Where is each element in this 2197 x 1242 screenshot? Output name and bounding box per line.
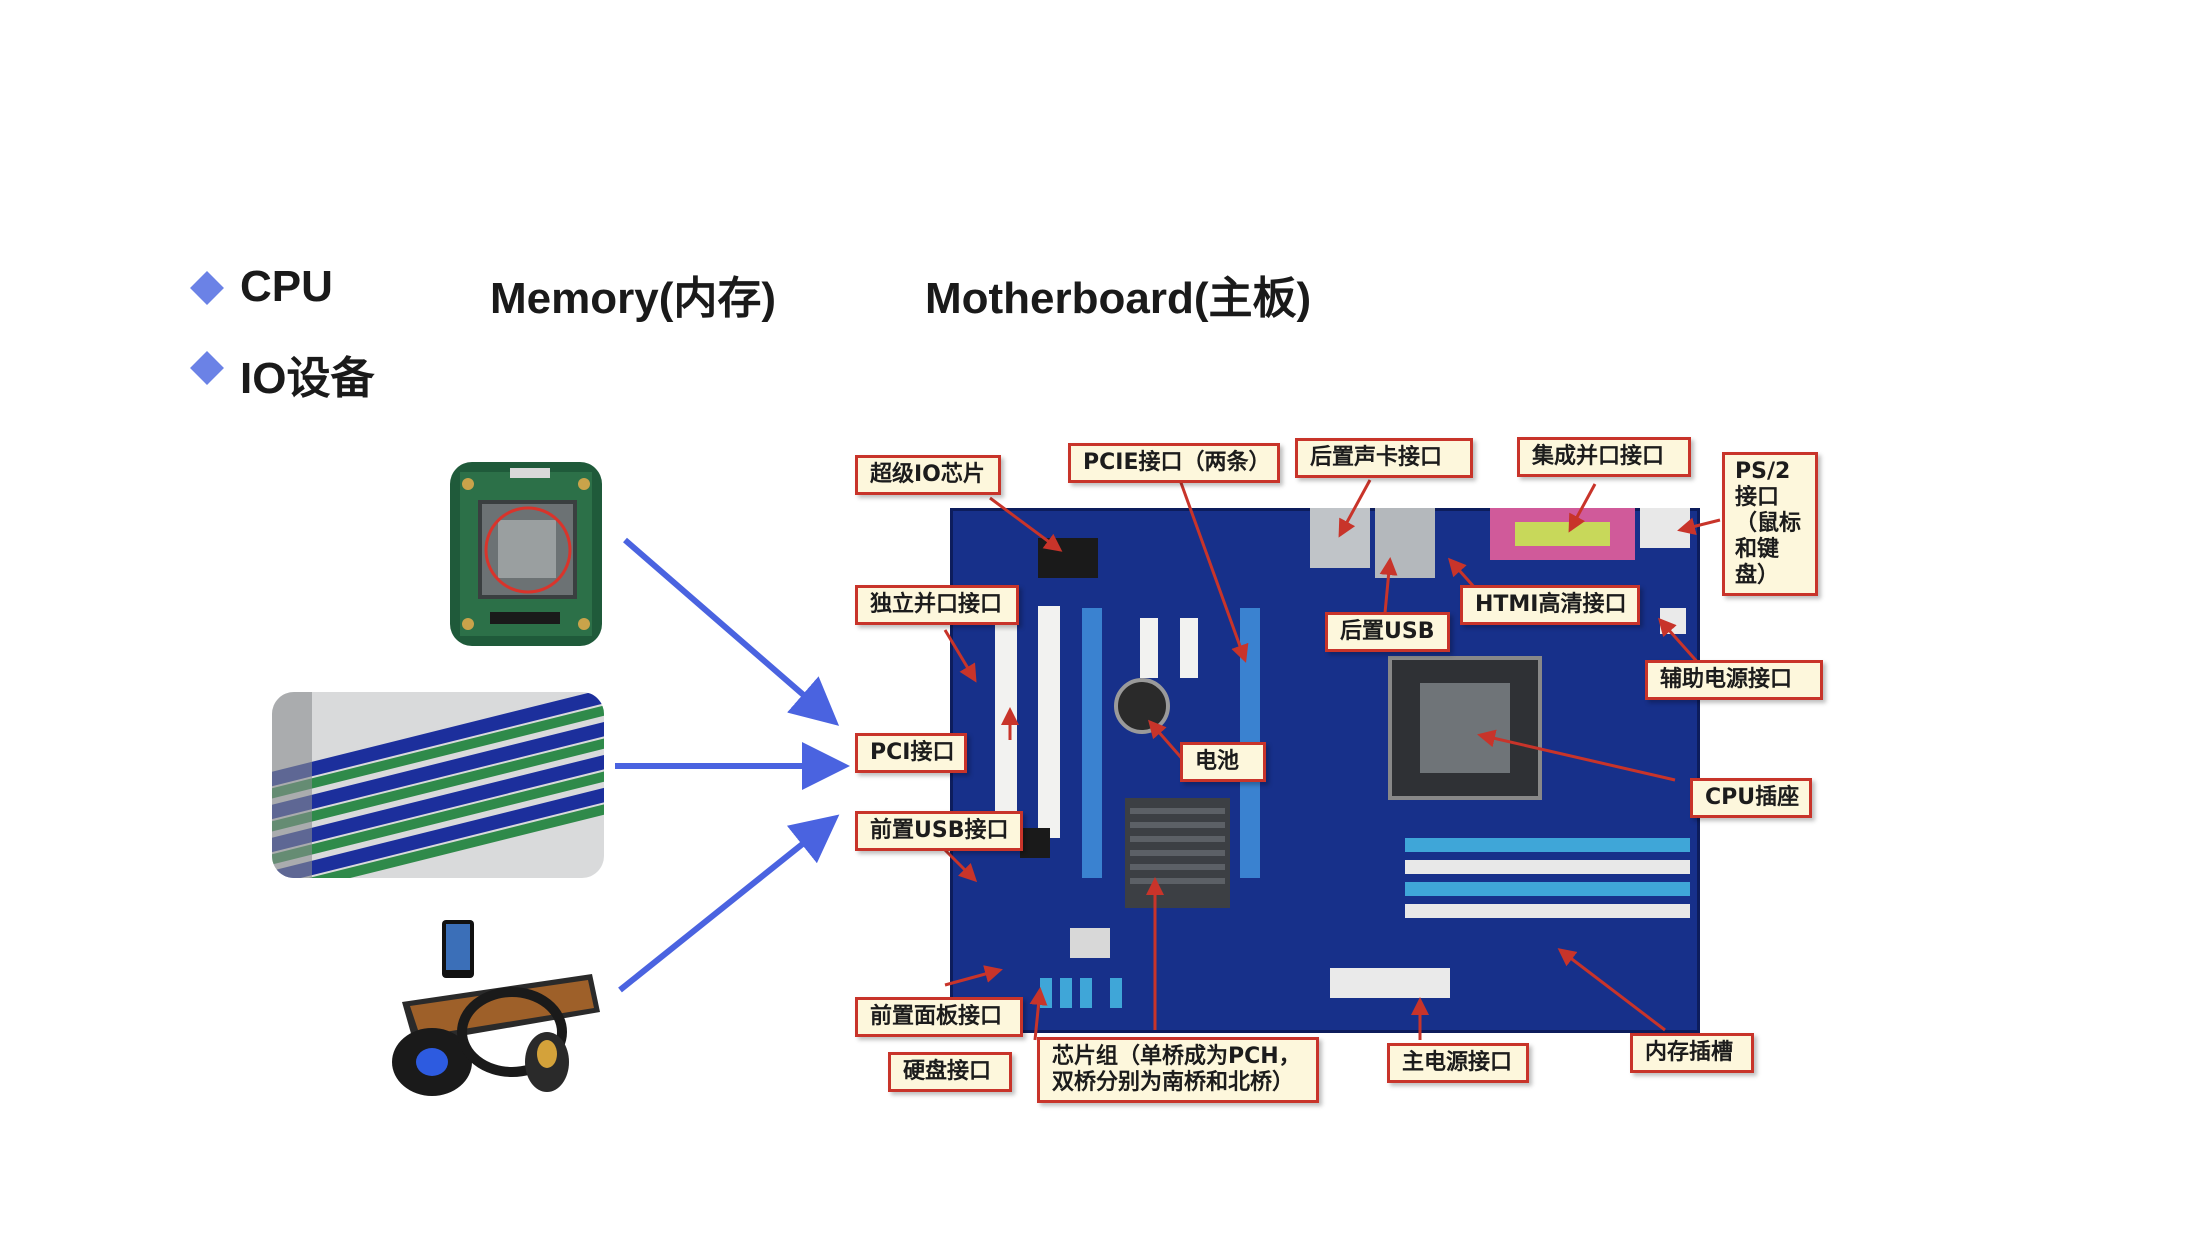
callout-memory-slots: 内存插槽 [1630,1033,1754,1073]
heading-motherboard: Motherboard(主板) [925,274,1312,323]
callout-super-io-chip: 超级IO芯片 [855,455,1001,495]
memory-modules-photo [272,692,604,878]
callout-cpu-socket: CPU插座 [1690,778,1812,818]
heading-io: IO设备 [240,354,375,403]
bullet-diamond-io [190,351,224,385]
cpu-photo [450,462,602,646]
callout-aux-power: 辅助电源接口 [1645,660,1823,700]
arrow-cpu [623,537,840,726]
callout-standalone-parallel: 独立并口接口 [855,585,1019,625]
callout-hdmi: HTMI高清接口 [1460,585,1640,625]
callout-ps2: PS/2接口（鼠标和键盘） [1722,452,1818,596]
callout-main-power: 主电源接口 [1387,1043,1529,1083]
callout-rear-usb: 后置USB [1325,612,1450,652]
callout-integrated-parallel: 集成并口接口 [1517,437,1691,477]
keyboard-headset-mouse-photo [362,912,602,1108]
arrow-io [618,814,840,993]
callout-front-panel: 前置面板接口 [855,997,1023,1037]
callout-pci-slot: PCI接口 [855,733,967,773]
callout-front-usb: 前置USB接口 [855,811,1023,851]
callout-pcie-slots: PCIE接口（两条） [1068,443,1280,483]
bullet-diamond-cpu [190,271,224,305]
heading-cpu: CPU [240,262,333,311]
callout-rear-audio: 后置声卡接口 [1295,438,1473,478]
callout-battery: 电池 [1180,742,1266,782]
heading-memory: Memory(内存) [490,274,777,323]
callout-chipset: 芯片组（单桥成为PCH，双桥分别为南桥和北桥） [1037,1037,1319,1103]
callout-disk: 硬盘接口 [888,1052,1012,1092]
